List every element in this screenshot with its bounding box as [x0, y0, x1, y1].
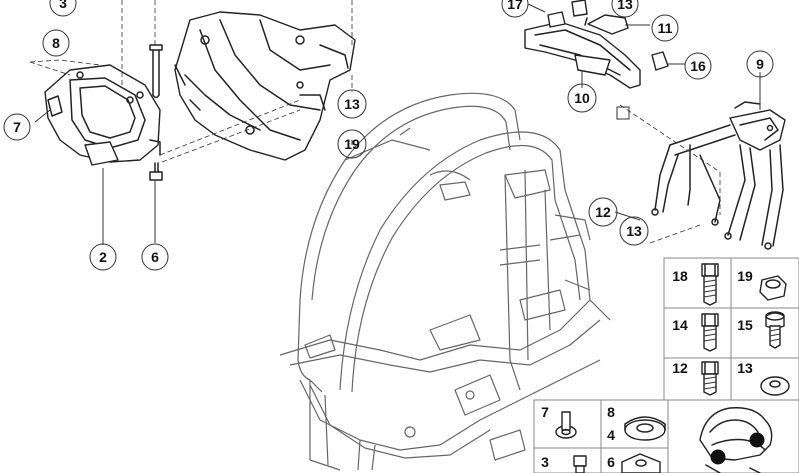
part-17 [547, 0, 588, 28]
clip-icon [621, 453, 661, 473]
callout-10: 10 [574, 90, 590, 106]
part-11 [587, 14, 650, 35]
part-16 [651, 51, 685, 71]
rubber-bushing-icon [624, 416, 666, 441]
callout-9: 9 [756, 56, 764, 72]
stud-icon [555, 411, 577, 439]
fastener-legend: 18 19 14 15 12 13 7 8 4 3 6 [533, 257, 799, 473]
callout-3: 3 [59, 0, 67, 11]
mounting-bracket-left [44, 64, 161, 166]
legend-label-4: 4 [607, 427, 615, 443]
hex-nut-icon [759, 275, 787, 301]
callout-11: 11 [658, 20, 673, 36]
small-bolt-icon [573, 455, 587, 473]
hex-bolt-short-icon [701, 361, 719, 396]
washer-icon [760, 376, 790, 396]
bolt-vertical [149, 44, 163, 181]
callout-13-right: 13 [626, 223, 642, 239]
socket-screw-icon [765, 311, 785, 349]
callout-12: 12 [595, 204, 611, 220]
callout-8: 8 [52, 35, 60, 51]
bracket-assembly-upper [174, 11, 356, 161]
legend-label-6: 6 [607, 454, 615, 470]
callout-13-upper: 13 [344, 96, 360, 112]
legend-label-19: 19 [737, 268, 753, 284]
legend-label-7: 7 [541, 404, 549, 420]
legend-label-12: 12 [672, 360, 688, 376]
leader-lines [29, 0, 761, 245]
callout-13-top-right: 13 [617, 0, 633, 12]
legend-label-3: 3 [541, 454, 549, 470]
legend-label-8: 8 [607, 404, 615, 420]
legend-label-18: 18 [672, 268, 688, 284]
luggage-bracket-9 [651, 101, 786, 250]
callout-6: 6 [151, 249, 159, 265]
hex-bolt-icon [701, 313, 719, 352]
carrier-bracket-10 [524, 14, 641, 89]
callout-7: 7 [13, 119, 21, 135]
callout-17: 17 [507, 0, 523, 12]
callout-19: 19 [344, 136, 360, 152]
legend-label-13: 13 [737, 360, 753, 376]
callout-2: 2 [99, 249, 107, 265]
callout-16: 16 [690, 58, 706, 74]
bushing-detail-icon [699, 407, 773, 473]
main-frame [279, 92, 611, 471]
legend-label-14: 14 [672, 317, 688, 333]
legend-label-15: 15 [737, 317, 753, 333]
hex-bolt-long-icon [701, 263, 719, 306]
callouts: 3 8 7 2 6 13 19 17 13 11 16 10 9 12 13 [3, 0, 774, 271]
